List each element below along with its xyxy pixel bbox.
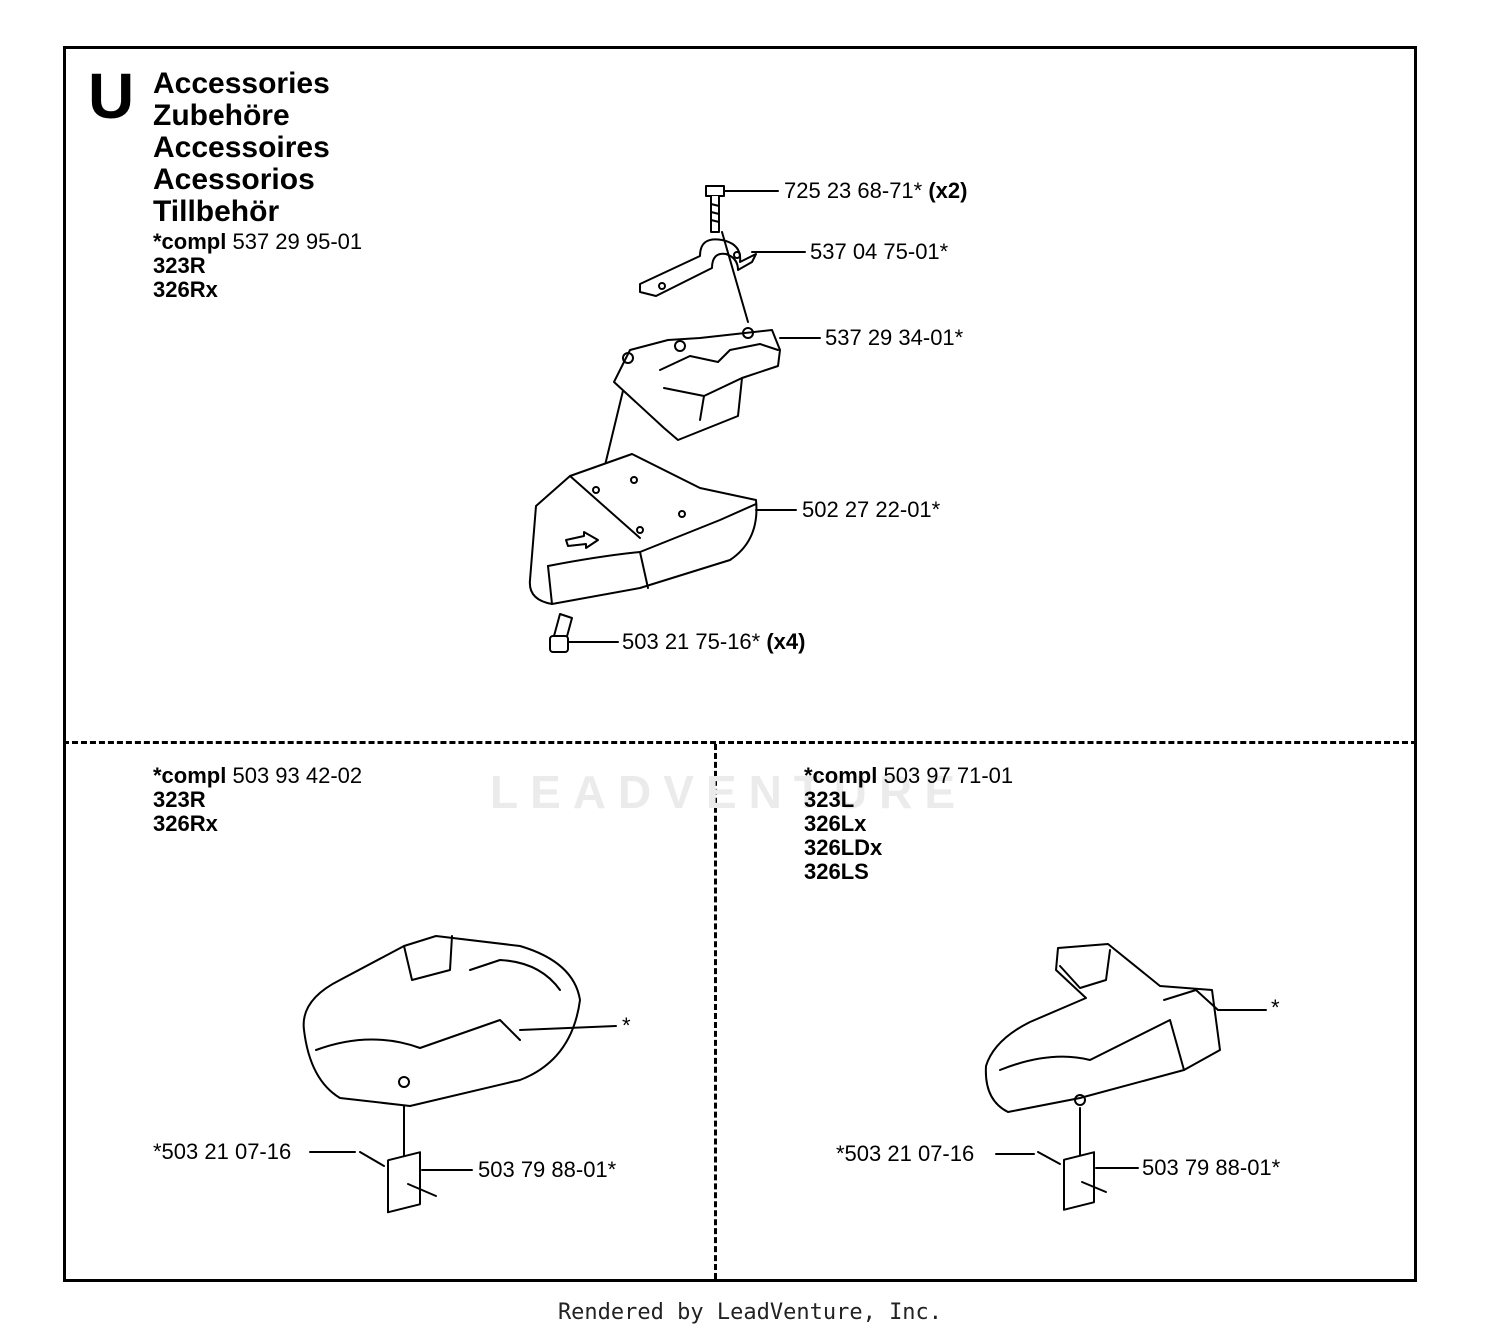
- callout-right-plate: 503 79 88-01*: [1142, 1156, 1280, 1180]
- callout-left-screw: *503 21 07-16: [153, 1140, 291, 1164]
- callout-guard: 502 27 22-01*: [802, 498, 940, 522]
- right-kit-info: *compl 503 97 71-01 323L 326Lx 326LDx 32…: [804, 764, 1013, 884]
- screw-part: [549, 613, 619, 653]
- part-number: 502 27 22-01*: [802, 497, 941, 522]
- callout-holder: 537 29 34-01*: [825, 326, 963, 350]
- left-compl-prefix: *compl: [153, 763, 227, 788]
- left-compl-number: 503 93 42-02: [232, 763, 363, 788]
- right-model: 326LS: [804, 859, 869, 884]
- vertical-divider: [714, 744, 717, 1279]
- part-number: *503 21 07-16: [836, 1141, 975, 1166]
- top-model: 326Rx: [153, 277, 218, 302]
- part-qty: (x2): [928, 178, 968, 203]
- left-model: 323R: [153, 787, 206, 812]
- right-model: 323L: [804, 787, 855, 812]
- callout-clamp: 537 04 75-01*: [810, 240, 948, 264]
- title-portuguese: Acessorios: [153, 163, 315, 196]
- diagram-frame: [63, 46, 1417, 1282]
- part-number: *503 21 07-16: [153, 1139, 292, 1164]
- footer-credit: Rendered by LeadVenture, Inc.: [557, 1300, 943, 1325]
- callout-bolt: 725 23 68-71* (x2): [784, 179, 967, 203]
- section-titles: Accessories Zubehöre Accessoires Acessor…: [153, 68, 330, 228]
- title-swedish: Tillbehör: [153, 195, 280, 228]
- clamp-part: [639, 238, 806, 297]
- part-number: 503 79 88-01*: [478, 1157, 617, 1182]
- bolt-part: [705, 185, 779, 233]
- watermark: LEADVENTURE: [490, 766, 968, 818]
- right-compl-number: 503 97 71-01: [883, 763, 1014, 788]
- part-number: 725 23 68-71*: [784, 178, 923, 203]
- left-model: 326Rx: [153, 811, 218, 836]
- horizontal-divider: [63, 741, 1417, 744]
- left-kit-info: *compl 503 93 42-02 323R 326Rx: [153, 764, 362, 836]
- title-english: Accessories: [153, 67, 330, 100]
- part-qty: (x4): [766, 629, 806, 654]
- holder-part: [613, 327, 821, 441]
- part-number: *: [622, 1013, 631, 1038]
- part-number: 503 79 88-01*: [1142, 1155, 1281, 1180]
- part-number: 503 21 75-16*: [622, 629, 761, 654]
- top-model: 323R: [153, 253, 206, 278]
- part-number: 537 04 75-01*: [810, 239, 949, 264]
- callout-right-screw: *503 21 07-16: [836, 1142, 974, 1166]
- part-number: 537 29 34-01*: [825, 325, 964, 350]
- right-guard-part: [984, 943, 1267, 1211]
- callout-left-guard: *: [622, 1014, 631, 1038]
- top-kit-info: *compl 537 29 95-01 323R 326Rx: [153, 230, 362, 302]
- left-guard-part: [302, 935, 617, 1214]
- callout-left-plate: 503 79 88-01*: [478, 1158, 616, 1182]
- right-compl-prefix: *compl: [804, 763, 878, 788]
- title-german: Zubehöre: [153, 99, 290, 132]
- right-model: 326Lx: [804, 811, 867, 836]
- top-compl-prefix: *compl: [153, 229, 227, 254]
- right-model: 326LDx: [804, 835, 883, 860]
- guard-part: [528, 453, 797, 605]
- part-number: *: [1271, 995, 1280, 1020]
- section-letter: U: [88, 60, 135, 132]
- callout-screw: 503 21 75-16* (x4): [622, 630, 805, 654]
- callout-right-guard: *: [1271, 996, 1280, 1020]
- title-french: Accessoires: [153, 131, 330, 164]
- top-compl-number: 537 29 95-01: [232, 229, 363, 254]
